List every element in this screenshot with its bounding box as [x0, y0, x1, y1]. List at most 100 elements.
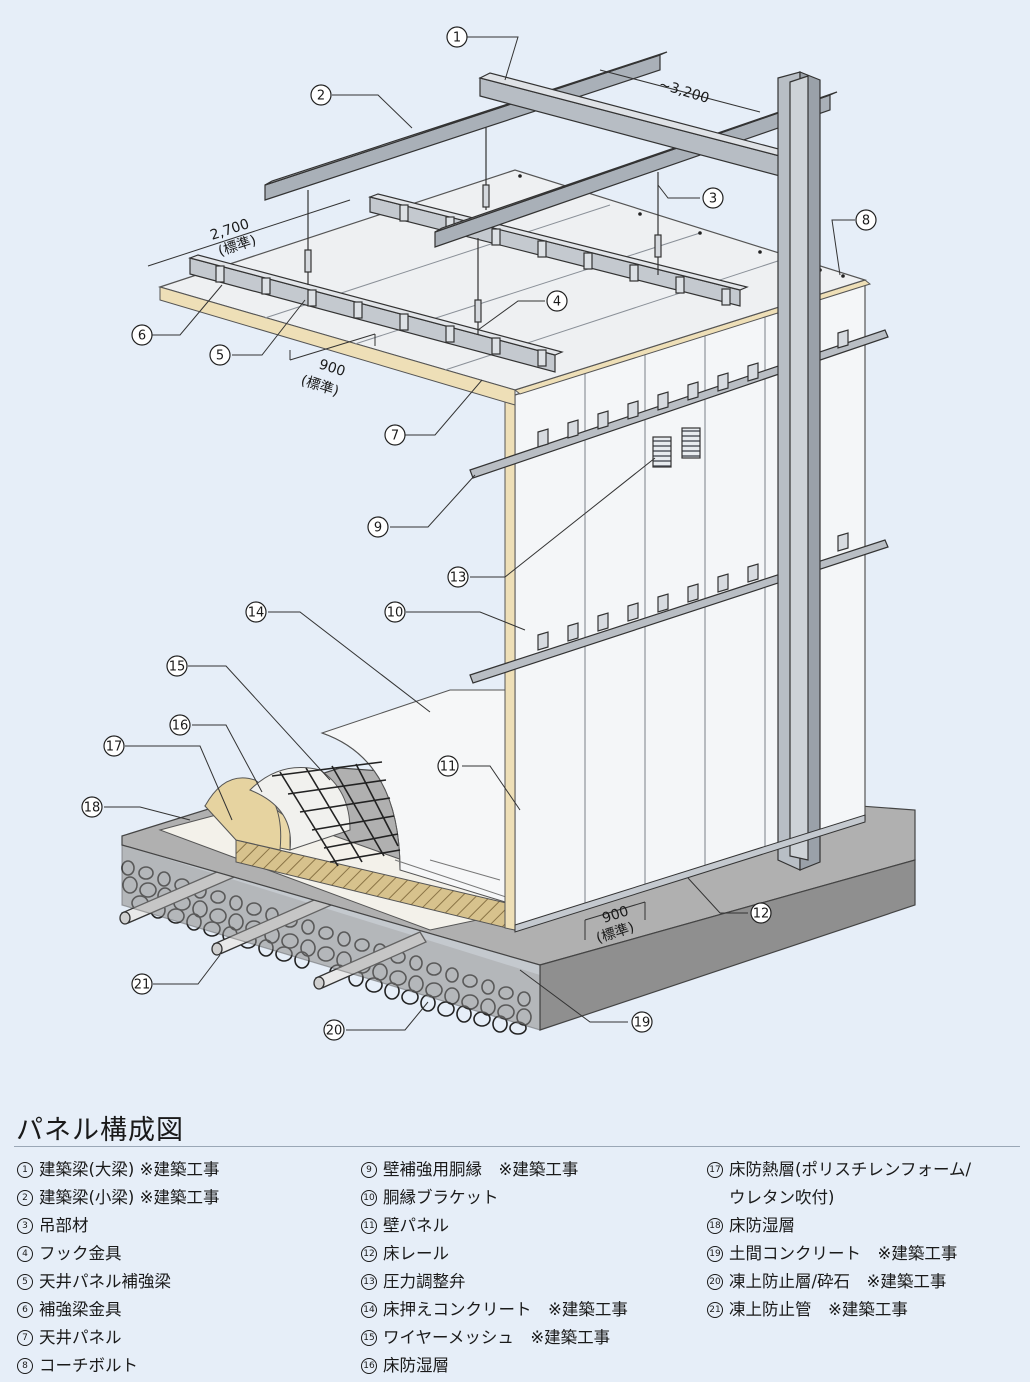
- legend-item: 17 床防熱層(ポリスチレンフォーム/: [706, 1156, 971, 1184]
- steel-column: [777, 71, 821, 871]
- callout-12: 12: [753, 907, 770, 922]
- legend-divider: [14, 1146, 1020, 1147]
- leader-lines: [104, 36, 855, 1031]
- legend-item-text: 建築梁(小梁) ※建築工事: [39, 1188, 220, 1207]
- legend-item-number: 8: [17, 1358, 33, 1374]
- legend-item-text: 土間コンクリート ※建築工事: [729, 1244, 958, 1263]
- legend-item-number: 14: [361, 1302, 377, 1318]
- callout-16: 16: [172, 719, 189, 734]
- legend-item-number: 12: [361, 1246, 377, 1262]
- legend-item-number: 1: [17, 1162, 33, 1178]
- legend-item: 8 コーチボルト: [16, 1352, 219, 1380]
- legend-item: 14 床押えコンクリート ※建築工事: [360, 1296, 628, 1324]
- dimension-floor-900: 900: [600, 903, 630, 926]
- frost-protection-pipes: [119, 861, 427, 990]
- callout-2: 2: [317, 89, 325, 104]
- legend-item-text: ウレタン吹付): [729, 1188, 835, 1207]
- legend-item-number: 17: [707, 1162, 723, 1178]
- legend-item-text: 圧力調整弁: [383, 1272, 466, 1291]
- floor-press-concrete: [320, 689, 516, 906]
- legend-item-number: 2: [17, 1190, 33, 1206]
- callout-8: 8: [862, 214, 870, 229]
- legend-item-number: 3: [17, 1218, 33, 1234]
- legend-item-number: 7: [17, 1330, 33, 1346]
- legend-item: 15 ワイヤーメッシュ ※建築工事: [360, 1324, 628, 1352]
- legend-item-text: 床防熱層(ポリスチレンフォーム/: [729, 1160, 972, 1179]
- legend-item-text: 天井パネル: [39, 1328, 122, 1347]
- callout-11: 11: [440, 760, 457, 775]
- legend-item-number: 9: [361, 1162, 377, 1178]
- legend-item-text: 補強梁金具: [39, 1300, 122, 1319]
- callout-6: 6: [138, 329, 146, 344]
- legend-item-number: 15: [361, 1330, 377, 1346]
- legend-item-number: 5: [17, 1274, 33, 1290]
- floor-layers: [158, 767, 516, 931]
- legend-column-3: 17 床防熱層(ポリスチレンフォーム/ ウレタン吹付) 18 床防湿層 19 土間コン…: [706, 1156, 971, 1324]
- pressure-relief-valve: [652, 427, 701, 468]
- legend-item-number: 20: [707, 1274, 723, 1290]
- legend-item: 20 凍上防止層/砕石 ※建築工事: [706, 1268, 971, 1296]
- wire-mesh: [271, 761, 401, 867]
- callout-3: 3: [709, 192, 717, 207]
- legend-item-text: 吊部材: [39, 1216, 89, 1235]
- building-beams: [264, 51, 838, 248]
- legend-item-number: 13: [361, 1274, 377, 1290]
- legend-item: 6 補強梁金具: [16, 1296, 219, 1324]
- legend-item-text: 床押えコンクリート ※建築工事: [383, 1300, 628, 1319]
- legend-title: パネル構成図: [16, 1115, 184, 1146]
- callout-markers: [81, 26, 877, 1041]
- panel-construction-diagram: ~3,200 2,700 (標準) 900 (標準) 900 (標準): [81, 26, 916, 1041]
- legend-item-text: コーチボルト: [39, 1356, 138, 1375]
- legend-item-number: 19: [707, 1246, 723, 1262]
- legend-item-continuation: ウレタン吹付): [706, 1184, 971, 1212]
- legend-item-text: 凍上防止管 ※建築工事: [729, 1300, 908, 1319]
- callout-labels: 1 2 3 4 5 6 7 8 9 10 11 12 13 14 15 16 1…: [84, 31, 870, 1039]
- hanger-rods: [304, 125, 662, 335]
- legend-item: 4 フック金具: [16, 1240, 219, 1268]
- legend-item-text: 凍上防止層/砕石 ※建築工事: [729, 1272, 947, 1291]
- legend-item: 16 床防湿層: [360, 1352, 628, 1380]
- legend-item-text: 床レール: [383, 1244, 449, 1263]
- callout-5: 5: [216, 349, 224, 364]
- legend-item: 13 圧力調整弁: [360, 1268, 628, 1296]
- callout-19: 19: [634, 1016, 651, 1031]
- callout-9: 9: [374, 521, 382, 536]
- legend-item-text: フック金具: [39, 1244, 122, 1263]
- callout-13: 13: [450, 571, 467, 586]
- legend-column-1: 1 建築梁(大梁) ※建築工事 2 建築梁(小梁) ※建築工事 3 吊部材 4 フック金…: [16, 1156, 219, 1380]
- legend-item-number: 10: [361, 1190, 377, 1206]
- dimension-ceiling-900: 900: [317, 357, 347, 380]
- legend-item-number: 6: [17, 1302, 33, 1318]
- legend-item: 1 建築梁(大梁) ※建築工事: [16, 1156, 219, 1184]
- callout-17: 17: [106, 740, 123, 755]
- dimension-lines: [147, 69, 761, 940]
- legend-item-text: 建築梁(大梁) ※建築工事: [39, 1160, 220, 1179]
- legend-item-number: 18: [707, 1218, 723, 1234]
- legend-item-text: 胴縁ブラケット: [383, 1188, 499, 1207]
- legend-item-number: 4: [17, 1246, 33, 1262]
- callout-14: 14: [248, 606, 265, 621]
- legend-item-text: 壁補強用胴縁 ※建築工事: [383, 1160, 579, 1179]
- legend-item-text: 天井パネル補強梁: [39, 1272, 171, 1291]
- callout-1: 1: [453, 31, 461, 46]
- callout-21: 21: [134, 978, 151, 993]
- legend-item-text: 床防湿層: [729, 1216, 795, 1235]
- legend-item: 18 床防湿層: [706, 1212, 971, 1240]
- legend-item: 10 胴縁ブラケット: [360, 1184, 628, 1212]
- legend-item: 9 壁補強用胴縁 ※建築工事: [360, 1156, 628, 1184]
- callout-20: 20: [326, 1024, 343, 1039]
- callout-4: 4: [553, 295, 561, 310]
- legend-item-number: 11: [361, 1218, 377, 1234]
- callout-18: 18: [84, 801, 101, 816]
- legend-item: 2 建築梁(小梁) ※建築工事: [16, 1184, 219, 1212]
- legend-item-text: ワイヤーメッシュ ※建築工事: [383, 1328, 611, 1347]
- callout-7: 7: [391, 429, 399, 444]
- legend-item-number: 16: [361, 1358, 377, 1374]
- dimension-span-3200: ~3,200: [657, 77, 711, 107]
- callout-10: 10: [387, 606, 404, 621]
- legend-item: 5 天井パネル補強梁: [16, 1268, 219, 1296]
- legend-item-text: 床防湿層: [383, 1356, 449, 1375]
